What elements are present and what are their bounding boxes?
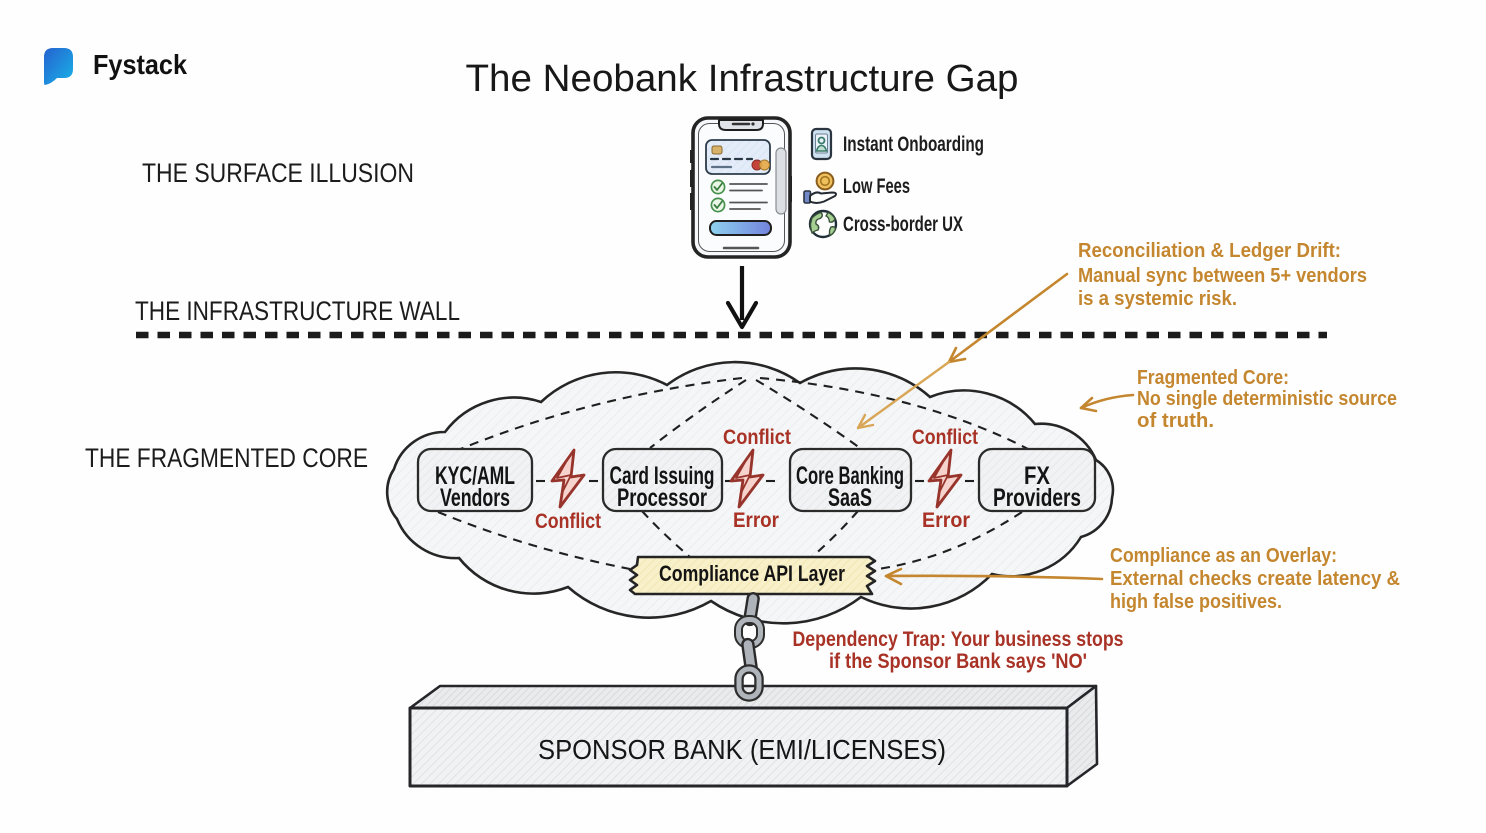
svg-text:KYC/AML: KYC/AML [435, 462, 515, 490]
svg-text:Core Banking: Core Banking [796, 462, 904, 490]
svg-text:Vendors: Vendors [440, 484, 510, 512]
svg-text:Manual sync between 5+ vendors: Manual sync between 5+ vendors [1078, 265, 1367, 287]
svg-text:The Neobank Infrastructure Gap: The Neobank Infrastructure Gap [466, 58, 1019, 100]
svg-text:Conflict: Conflict [535, 510, 601, 533]
svg-text:SPONSOR BANK (EMI/LICENSES): SPONSOR BANK (EMI/LICENSES) [538, 734, 946, 765]
svg-text:External checks create latency: External checks create latency & [1110, 568, 1400, 590]
svg-text:Instant Onboarding: Instant Onboarding [843, 133, 984, 156]
svg-text:Processor: Processor [617, 484, 707, 512]
svg-text:THE INFRASTRUCTURE WALL: THE INFRASTRUCTURE WALL [135, 296, 460, 326]
svg-text:Conflict: Conflict [723, 426, 791, 449]
svg-text:FX: FX [1024, 462, 1050, 490]
svg-text:high false positives.: high false positives. [1110, 591, 1282, 613]
svg-text:Dependency Trap: Your business: Dependency Trap: Your business stops [793, 628, 1124, 651]
svg-text:Reconciliation & Ledger Drift:: Reconciliation & Ledger Drift: [1078, 240, 1341, 262]
svg-text:Cross-border UX: Cross-border UX [843, 213, 963, 236]
svg-text:if the Sponsor Bank says 'NO': if the Sponsor Bank says 'NO' [829, 650, 1087, 673]
svg-text:Error: Error [733, 509, 779, 532]
svg-text:of truth.: of truth. [1137, 410, 1214, 432]
svg-text:Compliance API Layer: Compliance API Layer [659, 561, 845, 586]
svg-text:No single deterministic source: No single deterministic source [1137, 388, 1397, 410]
svg-text:Fragmented Core:: Fragmented Core: [1137, 367, 1289, 389]
svg-text:Card Issuing: Card Issuing [610, 462, 715, 490]
svg-text:THE FRAGMENTED CORE: THE FRAGMENTED CORE [85, 443, 368, 473]
svg-text:Error: Error [922, 509, 970, 532]
svg-text:SaaS: SaaS [828, 484, 872, 512]
svg-text:Providers: Providers [993, 484, 1081, 512]
svg-text:is a systemic risk.: is a systemic risk. [1078, 288, 1237, 310]
svg-text:THE SURFACE ILLUSION: THE SURFACE ILLUSION [142, 158, 414, 188]
svg-text:Fystack: Fystack [93, 49, 187, 80]
svg-text:Compliance as an Overlay:: Compliance as an Overlay: [1110, 545, 1337, 567]
svg-text:Low Fees: Low Fees [843, 175, 910, 198]
svg-text:Conflict: Conflict [912, 426, 978, 449]
